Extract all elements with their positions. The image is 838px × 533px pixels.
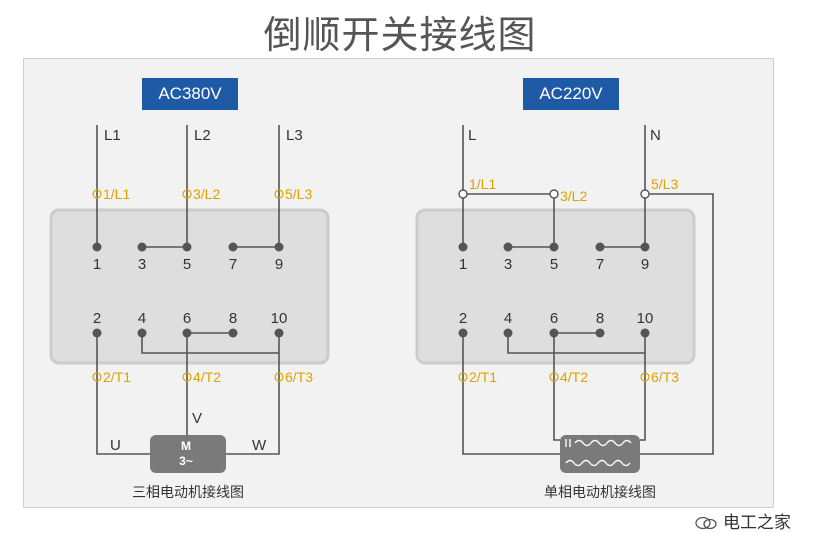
left-term-3L2: 3/L2 (193, 186, 220, 202)
right-bottom-2: 2 (459, 310, 467, 327)
right-caption: 单相电动机接线图 (544, 484, 656, 500)
motor-winding-icon (565, 439, 632, 467)
left-switch-body (49, 208, 330, 365)
right-bottom-4: 4 (504, 310, 512, 327)
left-top-1: 1 (93, 256, 101, 273)
left-input-L3: L3 (286, 127, 303, 144)
left-top-7: 7 (229, 256, 237, 273)
right-jumper-4-10 (507, 333, 645, 354)
right-lead-10 (640, 333, 646, 441)
right-wire-5-to-motor (640, 193, 714, 455)
left-phase-W: W (252, 437, 267, 454)
watermark-text: 电工之家 (723, 513, 791, 533)
left-term-2T1: 2/T1 (103, 369, 131, 385)
left-term-6T3: 6/T3 (285, 369, 313, 385)
right-term-2T1: 2/T1 (469, 369, 497, 385)
wechat-icon (695, 516, 717, 530)
left-top-9: 9 (275, 256, 283, 273)
left-top-3: 3 (138, 256, 146, 273)
left-bottom-10: 10 (271, 310, 288, 327)
right-term-6T3: 6/T3 (651, 369, 679, 385)
single-phase-motor (560, 435, 640, 473)
motor-label-M: M (181, 439, 191, 453)
left-bottom-6: 6 (183, 310, 191, 327)
three-phase-motor (150, 435, 226, 473)
right-top-5: 5 (550, 256, 558, 273)
left-voltage-badge: AC380V (142, 78, 238, 110)
left-top-5: 5 (183, 256, 191, 273)
left-bottom-8: 8 (229, 310, 237, 327)
watermark: 电工之家 (695, 508, 791, 533)
right-term-1L1: 1/L1 (469, 176, 496, 192)
left-caption: 三相电动机接线图 (132, 484, 244, 500)
right-term-3L2: 3/L2 (560, 188, 587, 204)
right-voltage-badge: AC220V (523, 78, 619, 110)
left-jumper-4-10 (141, 333, 279, 354)
left-term-5L3: 5/L3 (285, 186, 312, 202)
right-bottom-6: 6 (550, 310, 558, 327)
right-switch-body (415, 208, 696, 365)
left-input-L1: L1 (104, 127, 121, 144)
left-phase-V: V (192, 410, 202, 427)
right-bottom-10: 10 (637, 310, 654, 327)
left-input-L2: L2 (194, 127, 211, 144)
page-title: 倒顺开关接线图 (263, 13, 537, 57)
right-input-L: L (468, 127, 476, 144)
left-bottom-2: 2 (93, 310, 101, 327)
right-top-3: 3 (504, 256, 512, 273)
right-bottom-8: 8 (596, 310, 604, 327)
right-top-9: 9 (641, 256, 649, 273)
left-phase-U: U (110, 437, 121, 454)
right-top-1: 1 (459, 256, 467, 273)
right-top-7: 7 (596, 256, 604, 273)
left-bottom-4: 4 (138, 310, 146, 327)
right-lead-6 (553, 333, 560, 441)
motor-label-3phase: 3~ (179, 454, 193, 468)
right-term-4T2: 4/T2 (560, 369, 588, 385)
left-term-4T2: 4/T2 (193, 369, 221, 385)
left-term-1L1: 1/L1 (103, 186, 130, 202)
right-term-5L3: 5/L3 (651, 176, 678, 192)
right-input-N: N (650, 127, 661, 144)
